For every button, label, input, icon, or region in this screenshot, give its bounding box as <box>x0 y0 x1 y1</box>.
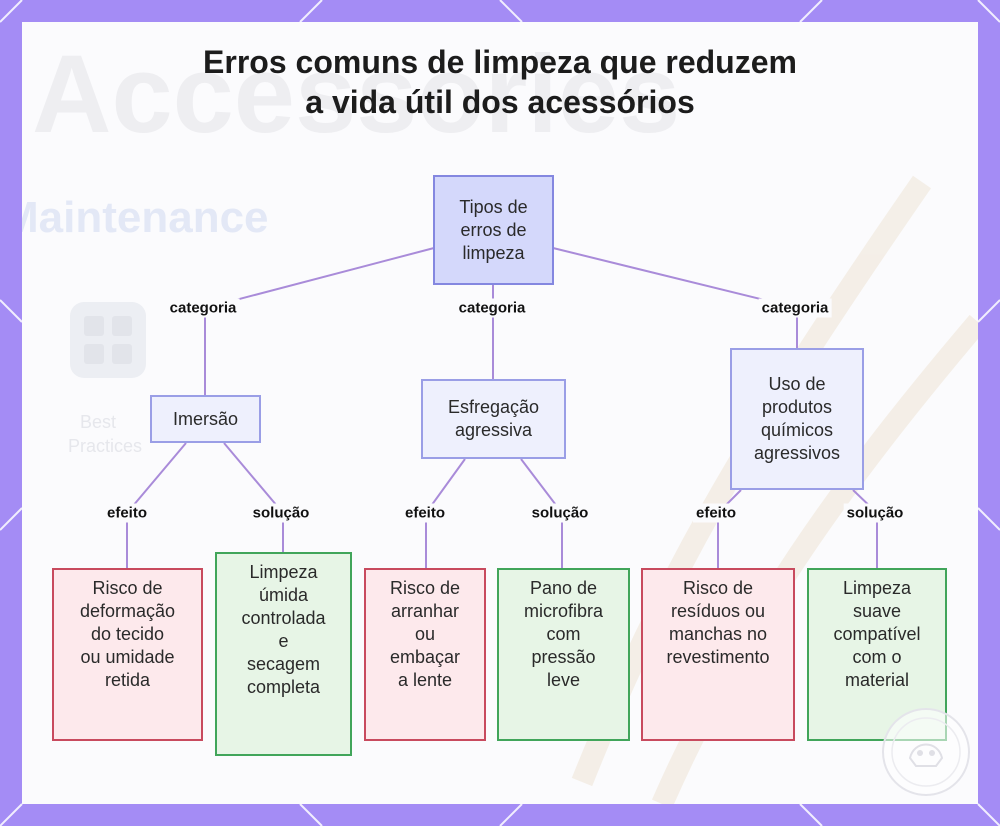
solution-line: microfibra <box>523 601 603 621</box>
edge-label-efeito-1: efeito <box>103 503 151 523</box>
solution-line: secagem <box>246 654 321 674</box>
effect-line: Risco de <box>92 578 163 598</box>
solution-line: pressão <box>531 647 596 667</box>
edge-label-solucao-3: solução <box>843 503 907 523</box>
edge-root-cat-1 <box>204 247 435 395</box>
effect-line: resíduos ou <box>670 601 766 621</box>
category-node-esfregacao: Esfregação agressiva <box>421 379 566 459</box>
category-line: produtos <box>761 397 833 417</box>
title-line-1: Erros comuns de limpeza que reduzem <box>203 44 797 80</box>
effect-node-1: Risco de deformação do tecido ou umidade… <box>52 568 203 741</box>
solution-line: Pano de <box>529 578 598 598</box>
root-node: Tipos de erros de limpeza <box>433 175 554 285</box>
watermark-word-2: Maintenance <box>22 193 269 242</box>
solution-line: e <box>278 631 289 651</box>
effect-line: revestimento <box>666 647 770 667</box>
edge-label-categoria-2: categoria <box>455 298 529 318</box>
watermark-caption-1: Best <box>80 412 116 432</box>
category-line: Imersão <box>172 408 239 429</box>
effect-line: embaçar <box>389 647 461 667</box>
edge-label-efeito-2: efeito <box>401 503 449 523</box>
edge-label-categoria-3: categoria <box>758 298 832 318</box>
effect-line: ou umidade <box>80 647 175 667</box>
edge-label-categoria-1: categoria <box>166 298 240 318</box>
effect-line: do tecido <box>90 624 165 644</box>
category-line: agressiva <box>454 420 533 440</box>
effect-line: ou <box>414 624 436 644</box>
category-line: químicos <box>760 420 833 440</box>
solution-line: úmida <box>258 585 309 605</box>
solution-line: compatível <box>833 624 921 644</box>
root-line: Tipos de <box>459 196 528 217</box>
effect-line: manchas no <box>668 624 768 644</box>
edge-label-solucao-1: solução <box>249 503 313 523</box>
solution-line: leve <box>546 670 580 690</box>
solution-line: Limpeza <box>249 562 318 582</box>
effect-node-3: Risco de resíduos ou manchas no revestim… <box>641 568 795 741</box>
brand-seal-icon <box>882 708 970 796</box>
category-line: Esfregação <box>447 397 540 417</box>
effect-line: retida <box>104 670 151 690</box>
edge-cat3-effect <box>717 489 742 568</box>
edge-label-solucao-2: solução <box>528 503 592 523</box>
edge-cat3-solution <box>852 489 878 568</box>
root-line: erros de <box>460 219 527 240</box>
effect-line: a lente <box>397 670 453 690</box>
category-node-imersao: Imersão <box>150 395 261 443</box>
category-node-quimicos: Uso de produtos químicos agressivos <box>730 348 864 490</box>
category-line: agressivos <box>753 443 841 463</box>
category-line: Uso de <box>768 374 826 394</box>
solution-line: com o <box>852 647 902 667</box>
diagram-title: Erros comuns de limpeza que reduzem a vi… <box>0 42 1000 122</box>
edge-label-efeito-3: efeito <box>692 503 740 523</box>
solution-line: material <box>844 670 909 690</box>
solution-line: completa <box>246 677 321 697</box>
solution-line: Limpeza <box>842 578 912 598</box>
effect-node-2: Risco de arranhar ou embaçar a lente <box>364 568 486 741</box>
watermark-word-1: Accessories <box>32 33 680 156</box>
title-line-2: a vida útil dos acessórios <box>305 84 695 120</box>
solution-line: suave <box>852 601 902 621</box>
effect-line: Risco de <box>682 578 753 598</box>
effect-line: deformação <box>79 601 176 621</box>
watermark-caption-2: Practices <box>68 436 142 456</box>
effect-line: Risco de <box>389 578 461 598</box>
root-line: limpeza <box>462 242 525 263</box>
solution-node-1: Limpeza úmida controlada e secagem compl… <box>215 552 352 756</box>
solution-line: com <box>546 624 581 644</box>
solution-line: controlada <box>241 608 326 628</box>
solution-node-2: Pano de microfibra com pressão leve <box>497 568 630 741</box>
edge-cat1-solution <box>223 442 284 552</box>
effect-line: arranhar <box>390 601 460 621</box>
